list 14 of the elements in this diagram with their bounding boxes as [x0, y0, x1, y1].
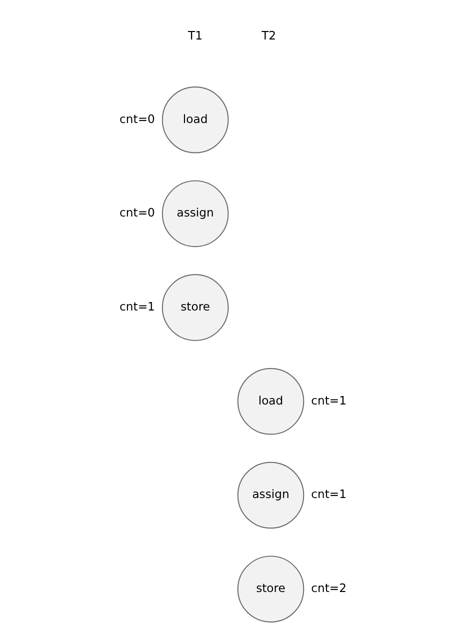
node-label: cnt=0	[119, 112, 154, 126]
node-label: cnt=1	[310, 393, 346, 408]
node-label: cnt=0	[119, 206, 154, 220]
node-label: cnt=2	[310, 581, 346, 596]
node-circle: assign	[236, 462, 304, 529]
node-circle: load	[236, 368, 304, 435]
node-circle: assign	[161, 180, 228, 248]
node-label: cnt=1	[119, 300, 154, 314]
label: T2	[261, 28, 276, 42]
node-circle: store	[236, 556, 304, 622]
label: T1	[188, 28, 202, 42]
node-label: cnt=1	[310, 487, 346, 502]
node-circle: store	[161, 274, 228, 341]
node-circle: load	[161, 86, 228, 154]
